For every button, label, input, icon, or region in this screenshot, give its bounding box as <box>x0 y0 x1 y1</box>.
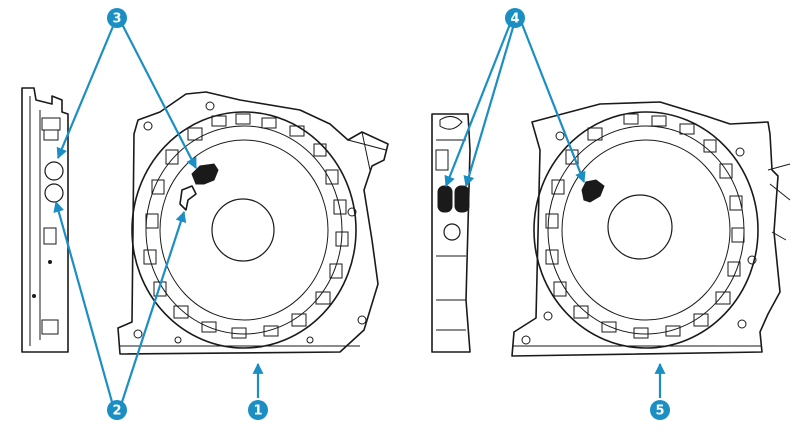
svg-text:5: 5 <box>655 404 664 419</box>
right-side-view-housing <box>431 113 471 353</box>
side-seal-left <box>437 185 453 213</box>
left-side-view-housing <box>21 87 69 353</box>
svg-text:2: 2 <box>112 404 121 419</box>
side-port-lower <box>44 183 64 203</box>
callout-2: 2 <box>107 400 127 420</box>
side-seal-right <box>454 185 470 213</box>
svg-text:1: 1 <box>253 404 262 419</box>
callout-5: 5 <box>650 400 670 420</box>
rotor-shaft-bore-rear <box>607 194 673 260</box>
water-passage-seal-front <box>191 163 219 185</box>
callout-3: 3 <box>107 8 127 28</box>
svg-text:4: 4 <box>510 12 519 27</box>
svg-text:3: 3 <box>112 12 121 27</box>
rotor-shaft-bore-front <box>211 198 275 262</box>
callout-leaders <box>53 23 666 403</box>
rotor-housing-front <box>117 91 389 355</box>
callout-1: 1 <box>248 400 268 420</box>
side-port-upper <box>44 161 64 181</box>
water-passage-seal-rear <box>581 179 605 203</box>
callout-4: 4 <box>505 8 525 28</box>
rotor-housing-rear <box>511 101 791 357</box>
